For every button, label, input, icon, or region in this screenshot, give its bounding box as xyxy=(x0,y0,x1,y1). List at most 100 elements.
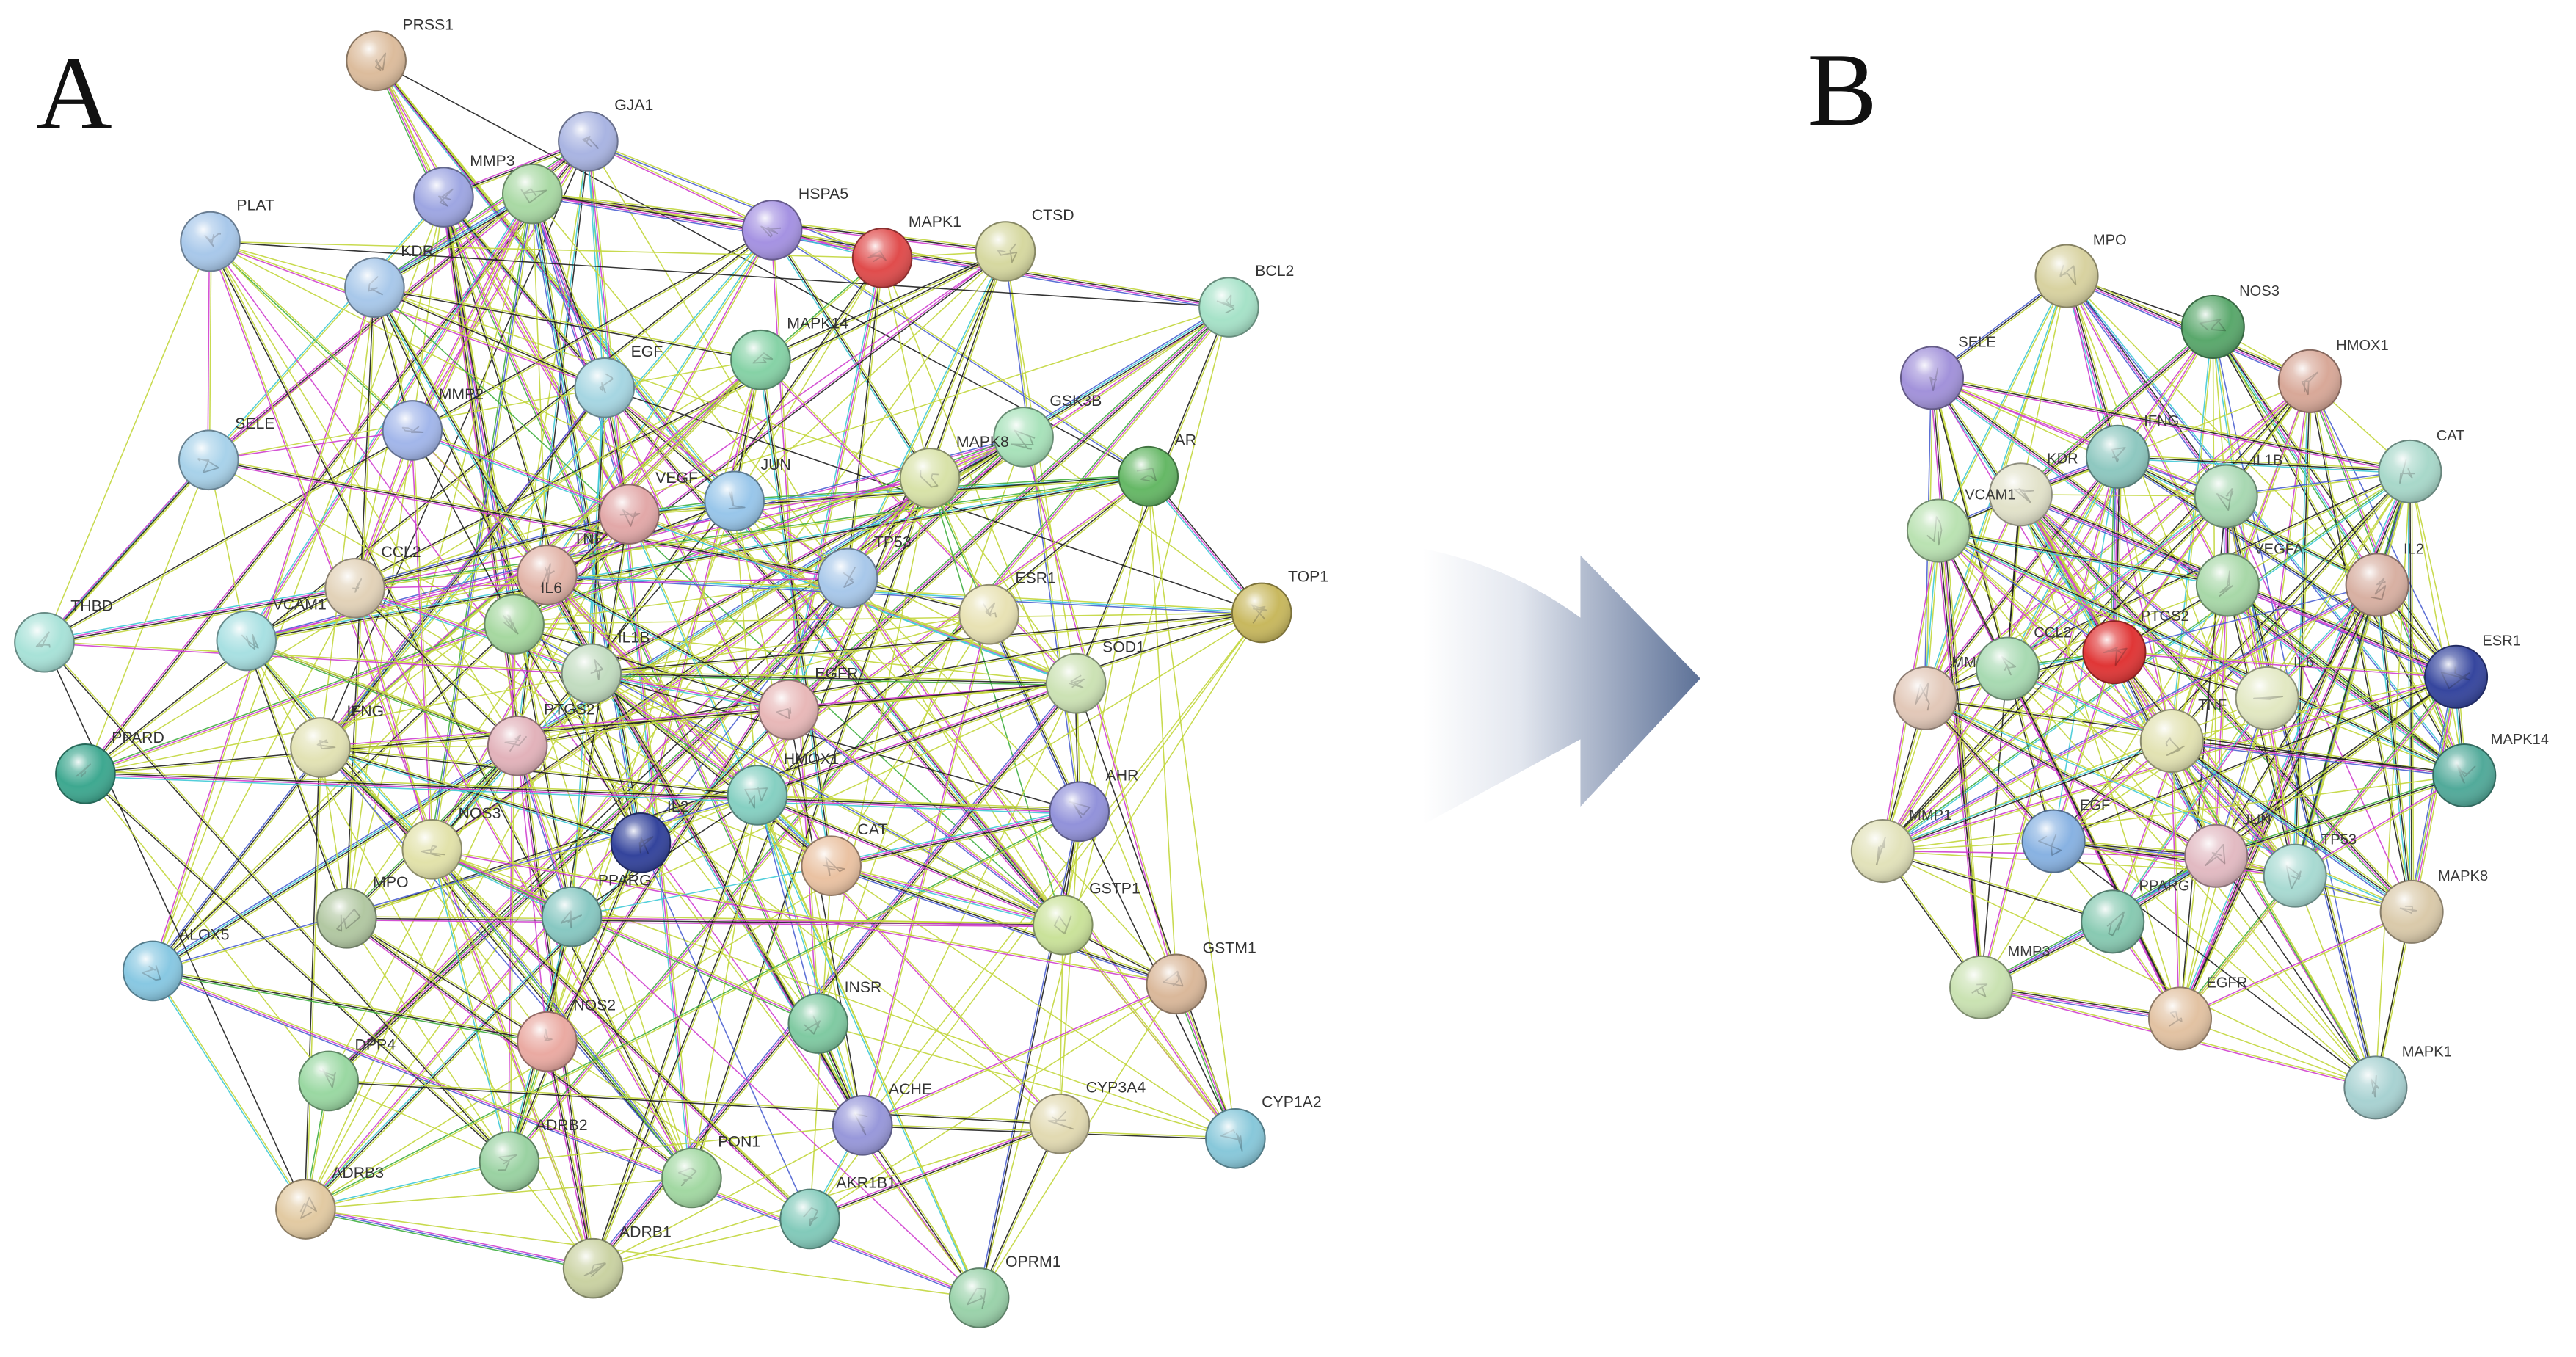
interaction-edge xyxy=(246,473,1149,644)
protein-node xyxy=(1893,666,1958,730)
interaction-edge xyxy=(85,359,761,775)
interaction-edge xyxy=(354,587,1060,1124)
protein-node xyxy=(1033,894,1094,956)
interaction-edge xyxy=(628,250,1006,515)
protein-label: IFNG xyxy=(346,702,384,720)
protein-node xyxy=(2277,349,2342,413)
interaction-edge xyxy=(978,811,1081,1298)
protein-node xyxy=(574,357,636,418)
interaction-edge xyxy=(304,747,322,1209)
interaction-edge xyxy=(2266,471,2411,699)
interaction-edge xyxy=(546,843,641,1042)
interaction-edge xyxy=(1924,696,2412,914)
protein-label: HMOX1 xyxy=(784,750,840,768)
interaction-edge xyxy=(2019,493,2296,877)
interaction-edge xyxy=(84,772,511,1163)
interaction-edge xyxy=(44,641,592,675)
protein-node xyxy=(2263,843,2327,908)
interaction-edge xyxy=(508,842,642,1163)
interaction-edge xyxy=(2225,495,2412,912)
interaction-edge xyxy=(591,671,1077,686)
interaction-edge xyxy=(590,672,832,867)
interaction-edge xyxy=(587,139,883,260)
protein-node xyxy=(2424,644,2489,709)
interaction-edge xyxy=(354,578,848,589)
interaction-edge xyxy=(571,915,1063,927)
protein-node xyxy=(2021,809,2086,873)
protein-label: SELE xyxy=(235,415,274,432)
protein-node xyxy=(832,1095,893,1156)
interaction-edge xyxy=(571,683,1077,917)
protein-node xyxy=(817,547,878,609)
interaction-edge xyxy=(2180,1018,2376,1088)
protein-node xyxy=(316,888,377,949)
interaction-edge xyxy=(531,193,848,579)
protein-label: CAT xyxy=(2437,428,2465,444)
interaction-edge xyxy=(734,250,1006,502)
interaction-edge xyxy=(305,745,518,1209)
protein-label: AR xyxy=(1175,432,1197,449)
interaction-edge xyxy=(592,794,759,1269)
interaction-edge xyxy=(43,584,356,646)
interaction-edge xyxy=(2266,697,2465,776)
interaction-edge xyxy=(246,640,548,1042)
interaction-edge xyxy=(514,578,848,625)
protein-node xyxy=(2139,709,2204,774)
nodes-panel-b xyxy=(1850,244,2497,1120)
protein-node xyxy=(2034,244,2099,308)
protein-label: TNF xyxy=(573,530,603,547)
interaction-edge xyxy=(354,586,592,676)
interaction-edge xyxy=(1062,612,1262,925)
interaction-edge xyxy=(346,197,445,919)
interaction-edge xyxy=(2052,652,2116,842)
protein-label: PPARD xyxy=(112,729,164,746)
protein-label: MAPK8 xyxy=(956,433,1009,451)
interaction-edge xyxy=(847,578,1063,925)
protein-node xyxy=(562,1237,624,1299)
interaction-edge xyxy=(1882,739,2173,853)
interaction-edge xyxy=(2053,840,2376,1088)
interaction-edge xyxy=(531,194,548,575)
interaction-edge xyxy=(210,241,1229,308)
protein-label: KDR xyxy=(401,242,434,260)
interaction-edge xyxy=(1023,436,1262,614)
protein-label: ESR1 xyxy=(2482,633,2521,650)
interaction-edge xyxy=(862,612,1262,1126)
protein-node xyxy=(517,1011,578,1072)
interaction-edge xyxy=(1147,476,1237,1139)
interaction-edge xyxy=(517,578,848,746)
protein-node xyxy=(2432,743,2497,808)
right-arrow-icon xyxy=(1422,548,1700,825)
protein-node xyxy=(730,329,791,390)
protein-node xyxy=(899,448,961,509)
protein-label: MMP3 xyxy=(2007,944,2050,960)
protein-label: IL2 xyxy=(2404,541,2424,557)
interaction-edge xyxy=(1923,455,2120,700)
interaction-edge xyxy=(756,793,1064,928)
protein-label: OPRM1 xyxy=(1005,1253,1061,1270)
interaction-edge xyxy=(1881,583,2379,854)
interaction-edge xyxy=(1931,375,2411,474)
protein-node xyxy=(661,1147,722,1209)
interaction-edge xyxy=(305,612,1262,1210)
interaction-edge xyxy=(208,429,412,461)
interaction-edge xyxy=(43,641,307,1209)
interaction-edge xyxy=(328,578,848,1082)
interaction-edge xyxy=(756,681,1077,798)
interaction-edge xyxy=(328,1080,510,1163)
interaction-edge xyxy=(512,623,642,844)
protein-label: NOS3 xyxy=(2239,283,2280,299)
protein-label: MPO xyxy=(2093,233,2127,249)
interaction-edge xyxy=(84,773,330,1082)
protein-node xyxy=(290,717,351,778)
interaction-edge xyxy=(2020,494,2227,497)
protein-node xyxy=(2195,553,2260,617)
interaction-edge xyxy=(1938,530,2376,1088)
interaction-edge xyxy=(2020,275,2067,495)
interaction-edge xyxy=(786,305,1231,713)
interaction-edge xyxy=(432,848,811,1220)
protein-node xyxy=(275,1179,336,1240)
protein-label: PTGS2 xyxy=(544,701,595,718)
interaction-edge xyxy=(1882,651,2116,853)
